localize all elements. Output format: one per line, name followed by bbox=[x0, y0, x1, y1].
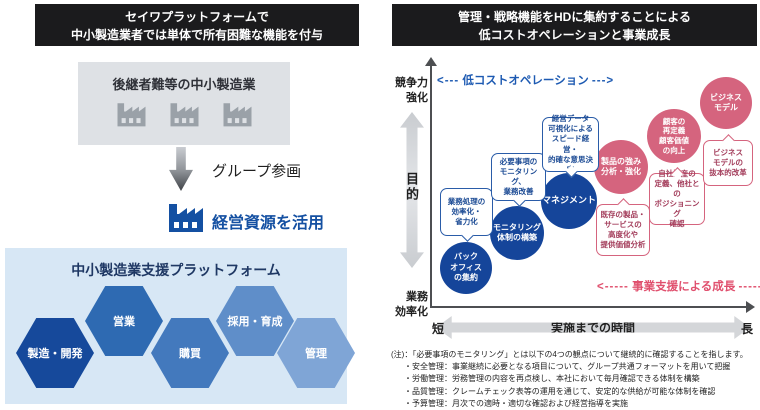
lowcost-arrow-left: <--- bbox=[437, 75, 460, 87]
lowcost-operation-label: <--- 低コストオペレーション ---> bbox=[437, 72, 614, 88]
footnote-line: (注)：「必要事項のモニタリング」とは以下の4つの観点について継続的に確認するこ… bbox=[391, 350, 748, 359]
circle-product-strength: 製品の強み 分析・強化 bbox=[594, 140, 648, 194]
time-double-arrow-icon: 実施までの時間 bbox=[436, 316, 750, 339]
left-panel-header: セイワプラットフォームで 中小製造業者では単体で所有困難な機能を付与 bbox=[35, 4, 359, 46]
hexagon-label: 採用・育成 bbox=[227, 316, 283, 328]
circle-management: マネジメント bbox=[541, 173, 597, 229]
circle-label: ビジネス モデル bbox=[710, 92, 742, 112]
callout-text: 既存の製品・ サービスの 高度化や 提供価値分析 bbox=[600, 209, 646, 250]
circle-back-office: バック オフィス の集約 bbox=[440, 242, 492, 294]
right-header-line2: 低コストオペレーションと事業成長 bbox=[478, 28, 671, 42]
y-bottom-line1: 業務 bbox=[406, 291, 428, 303]
x-tick-short: 短 bbox=[432, 322, 445, 336]
circle-label: マネジメント bbox=[541, 195, 596, 206]
lowcost-text: 低コストオペレーション bbox=[462, 75, 589, 87]
factory-icon-row bbox=[78, 100, 290, 133]
circle-monitoring: モニタリング 体制の構築 bbox=[490, 206, 544, 260]
growth-arrow-right: -----> bbox=[738, 281, 760, 293]
business-growth-label: <----- 事業支援による成長 -----> bbox=[597, 278, 760, 294]
down-arrow-icon bbox=[169, 147, 193, 191]
callout-text: 業務処理の 効率化・ 省力化 bbox=[447, 196, 486, 227]
sme-companies-box: 後継者難等の中小製造業 bbox=[78, 62, 290, 145]
hexagon-manufacturing: 製造・開発 bbox=[16, 318, 94, 388]
hexagon-sales: 営業 bbox=[85, 286, 163, 356]
circle-label: 製品の強み 分析・強化 bbox=[601, 156, 641, 176]
factory-icon bbox=[221, 100, 254, 133]
purpose-label: 目的 bbox=[404, 172, 419, 202]
platform-title: 中小製造業支援プラットフォーム bbox=[71, 262, 281, 278]
callout-data-visualization: 経営データ 可視化による スピード経営・ 的確な意思決定 bbox=[542, 114, 599, 178]
time-axis-label: 実施までの時間 bbox=[550, 321, 635, 335]
right-panel-header: 管理・戦略機能をHDに集約することによる 低コストオペレーションと事業成長 bbox=[392, 4, 757, 46]
circle-business-model: ビジネス モデル bbox=[700, 77, 752, 129]
right-header-line1: 管理・戦略機能をHDに集約することによる bbox=[458, 10, 691, 24]
sme-box-title: 後継者難等の中小製造業 bbox=[112, 77, 256, 92]
x-axis-arrowhead-icon bbox=[746, 301, 755, 313]
x-tick-long: 長 bbox=[741, 322, 754, 336]
platform-box: 中小製造業支援プラットフォーム 製造・開発 営業 購買 採用・育成 管理 bbox=[5, 248, 355, 404]
footnote-line: ・予算管理：月次での適時・適切な確認および経営指導を実施 bbox=[404, 398, 628, 408]
circle-label: モニタリング 体制の構築 bbox=[493, 222, 541, 242]
left-header-line1: セイワプラットフォームで bbox=[125, 10, 269, 24]
callout-positioning-check: 自社資産の 定義、他社との ポジショニング 確認 bbox=[649, 167, 705, 228]
growth-arrow-left: <----- bbox=[597, 281, 629, 293]
hexagon-procurement: 購買 bbox=[151, 318, 229, 388]
callout-required-monitoring: 必要事項の モニタリング、 業務改善 bbox=[491, 153, 546, 207]
factory-icon bbox=[168, 100, 201, 133]
callout-model-reform: ビジネス モデルの 抜本的改革 bbox=[703, 134, 753, 186]
footnote-line: ・品質管理：クレームチェック表等の運用を通じて、安定的な供給が可能な体制を確認 bbox=[404, 386, 716, 396]
callout-text: ビジネス モデルの 抜本的改革 bbox=[709, 147, 747, 178]
x-axis-line bbox=[430, 306, 748, 308]
hexagon-label: 購買 bbox=[179, 348, 201, 360]
left-header-line2: 中小製造業者では単体で所有困難な機能を付与 bbox=[70, 28, 323, 42]
growth-text: 事業支援による成長 bbox=[632, 281, 736, 293]
circle-label: 顧客の 再定義 顧客価値 の向上 bbox=[659, 116, 689, 155]
holding-factory-icon bbox=[166, 199, 206, 240]
y-axis-arrowhead-icon bbox=[425, 57, 437, 66]
callout-tail bbox=[722, 134, 735, 147]
footnote: (注)：「必要事項のモニタリング」とは以下の4つの観点について継続的に確認するこ… bbox=[391, 349, 759, 410]
group-join-label: グループ参画 bbox=[212, 163, 302, 180]
circle-customer-redefinition: 顧客の 再定義 顧客価値 の向上 bbox=[647, 109, 701, 163]
resource-utilization-label: 経営資源を活用 bbox=[212, 215, 325, 232]
hexagon-label: 製造・開発 bbox=[27, 348, 83, 360]
callout-work-efficiency: 業務処理の 効率化・ 省力化 bbox=[440, 188, 493, 242]
footnote-line: ・安全管理：事業継続に必要となる項目について、グループ共通フォーマットを用いて把… bbox=[404, 362, 731, 372]
callout-tail bbox=[460, 229, 474, 242]
y-top-line2: 強化 bbox=[406, 92, 428, 104]
hexagon-label: 管理 bbox=[305, 348, 327, 360]
hexagon-label: 営業 bbox=[113, 316, 135, 328]
footnote-line: ・労働管理：労務管理の内容を再点検し、本社において毎月確認できる体制を構築 bbox=[404, 374, 700, 384]
circle-label: バック オフィス の集約 bbox=[450, 252, 482, 283]
y-axis-top-label: 競争力 強化 bbox=[388, 76, 428, 106]
y-axis-bottom-label: 業務 効率化 bbox=[388, 290, 428, 320]
factory-icon bbox=[115, 100, 148, 133]
y-axis-line bbox=[430, 64, 432, 307]
callout-product-upgrade: 既存の製品・ サービスの 高度化や 提供価値分析 bbox=[596, 198, 650, 256]
y-top-line1: 競争力 bbox=[395, 77, 428, 89]
y-bottom-line2: 効率化 bbox=[395, 306, 428, 318]
callout-text: 必要事項の モニタリング、 業務改善 bbox=[499, 156, 538, 197]
lowcost-arrow-right: ---> bbox=[591, 75, 615, 87]
